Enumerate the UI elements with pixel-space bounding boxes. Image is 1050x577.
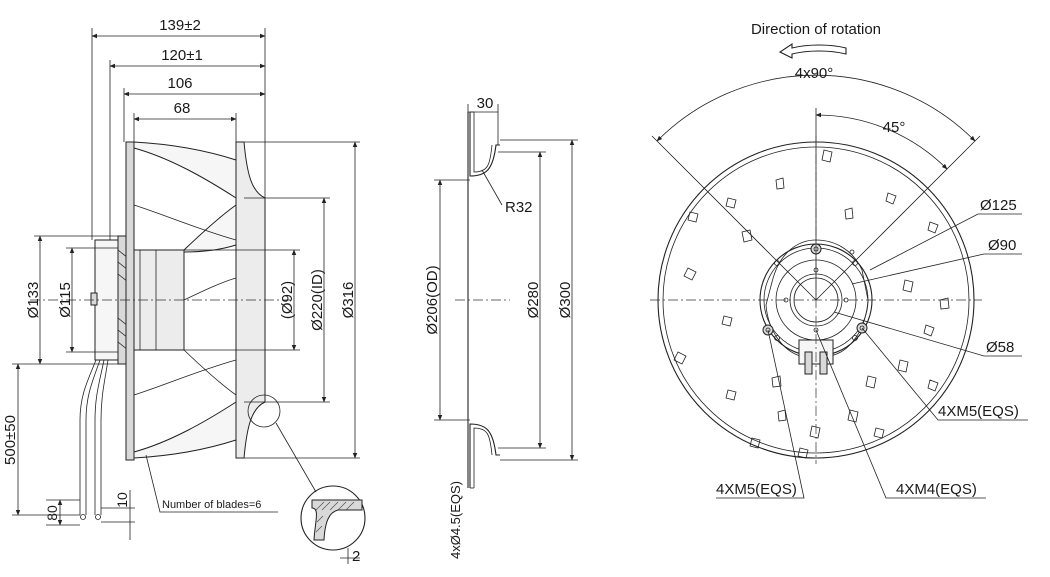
- rotation-label: Direction of rotation: [751, 21, 881, 38]
- dim-2: 2: [352, 548, 360, 565]
- leader-m5-right: [861, 327, 1028, 421]
- dim-30: 30: [477, 95, 494, 112]
- leader-m5-left: [716, 329, 805, 499]
- dim-dia-125: Ø125: [980, 197, 1017, 214]
- thread-m5-left: 4XM5(EQS): [716, 481, 797, 498]
- impeller-blade-mid: [183, 204, 237, 253]
- cable-clip: [90, 292, 98, 306]
- dim-dia-58: Ø58: [986, 339, 1014, 356]
- leader-dia-125: [869, 213, 1022, 271]
- front-view: Direction of rotation 4x90° 45°: [650, 21, 1028, 499]
- side-view: 139±2 120±1 106 68 Ø133 Ø115 (Ø92) Ø220(…: [2, 17, 366, 565]
- motor-cable: [79, 359, 97, 515]
- dim-holes: 4xØ4.5(EQS): [448, 481, 463, 559]
- blade-slots: [673, 149, 950, 459]
- dim-10: 10: [114, 492, 130, 508]
- impeller-blade-top: [133, 141, 237, 199]
- thread-m5-right: 4XM5(EQS): [938, 403, 1019, 420]
- detail-marker-circle: [247, 394, 281, 428]
- section-view: 30 R32 Ø206(OD) Ø280 Ø300 4xØ4.5(EQS): [424, 95, 578, 559]
- blades-note: Number of blades=6: [162, 499, 261, 511]
- impeller-blade-bottom: [133, 401, 237, 459]
- dim-dia-316: Ø316: [340, 282, 357, 319]
- leader-m4: [815, 329, 986, 499]
- dim-dia-133: Ø133: [25, 282, 42, 319]
- blades-note-leader: [145, 454, 278, 513]
- dim-r32: R32: [505, 199, 533, 216]
- dim-dia-206: Ø206(OD): [424, 265, 441, 334]
- dim-dia-280: Ø280: [525, 282, 542, 319]
- angle-4x90: 4x90°: [795, 65, 834, 82]
- dim-dia-92: (Ø92): [279, 281, 296, 319]
- dim-dia-220: Ø220(ID): [309, 269, 326, 331]
- dim-dia-300: Ø300: [557, 282, 574, 319]
- angle-45: 45°: [883, 119, 906, 136]
- leader-dia-90: [851, 253, 1022, 285]
- dim-120: 120±1: [161, 47, 203, 64]
- rotation-arrow-icon: [778, 42, 847, 59]
- dim-cable-length: 500±50: [2, 415, 19, 465]
- dim-139: 139±2: [159, 17, 201, 34]
- angle-arc-45: [815, 112, 948, 170]
- dim-dia-90: Ø90: [988, 237, 1016, 254]
- dim-dia-115: Ø115: [57, 282, 74, 318]
- thread-m4: 4XM4(EQS): [896, 481, 977, 498]
- angle-arc-90: [656, 74, 976, 142]
- detail-view: [300, 485, 366, 551]
- impeller-backplate: [125, 141, 135, 461]
- dim-80: 80: [44, 505, 60, 521]
- dim-106: 106: [167, 75, 192, 92]
- dim-68: 68: [174, 100, 191, 117]
- leader-dia-58: [833, 311, 1022, 357]
